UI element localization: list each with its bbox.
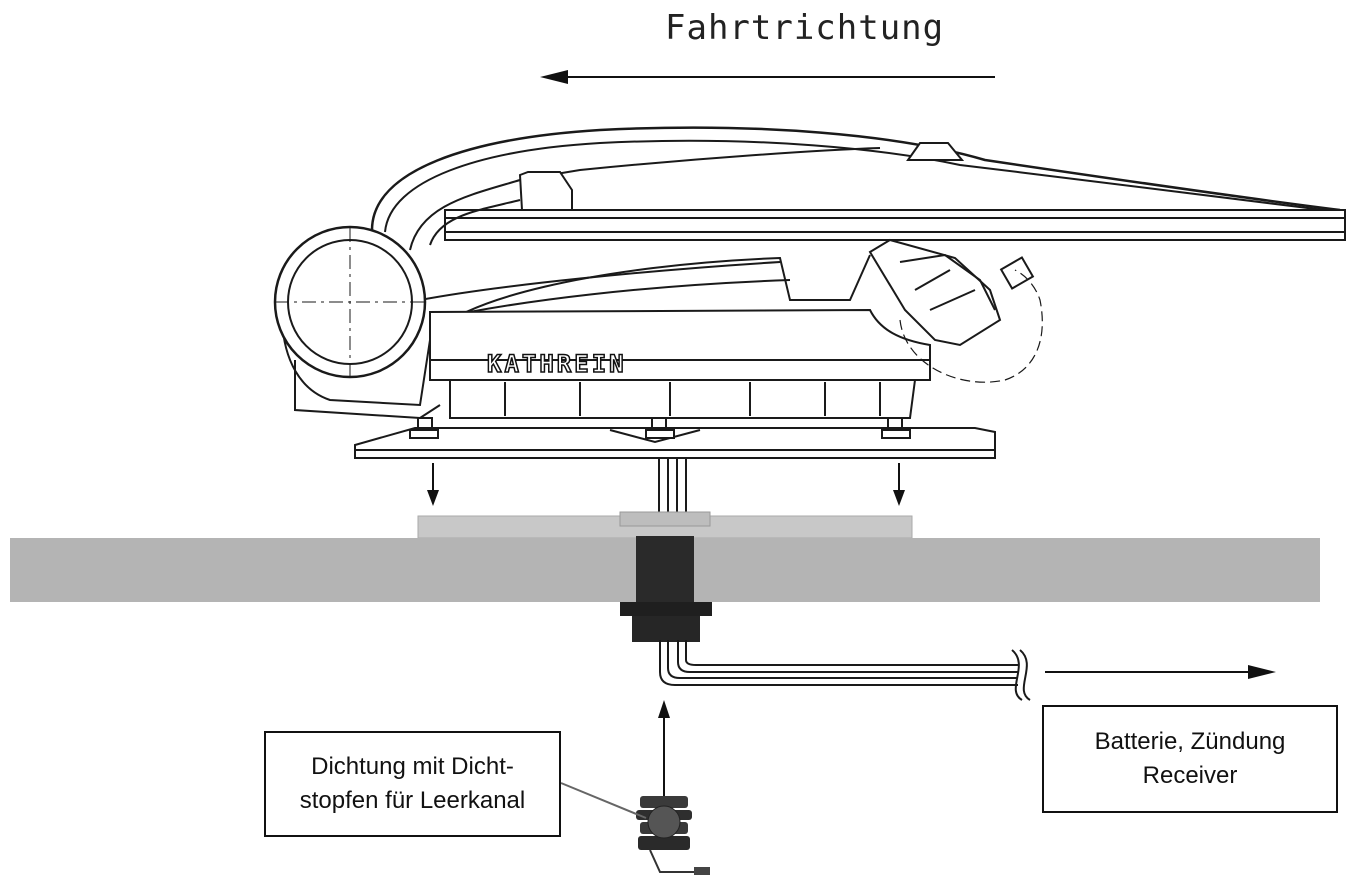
antenna-cable [658,458,687,515]
power-label-box: Batterie, Zündung Receiver [1042,705,1338,813]
seal-label-line1: Dichtung mit Dicht- [311,753,514,780]
power-label-line1: Batterie, Zündung [1094,728,1286,755]
seal-plug [636,796,710,875]
seal-label-line2: stopfen für Leerkanal [299,787,526,814]
direction-label: Fahrtrichtung [665,8,945,48]
feed-cables [659,640,1031,701]
seal-label-box: Dichtung mit Dicht- stopfen für Leerkana… [264,731,561,837]
brand-logo: KATHREIN [487,350,627,378]
direction-arrow [540,70,995,84]
seal-leader-line [560,782,647,819]
mounting-arrow-right [893,463,905,506]
cable-gland [620,536,712,642]
insert-arrow [658,700,670,800]
power-label-line2: Receiver [1142,762,1238,789]
satellite-antenna-unit [273,126,1346,459]
mounting-arrow-left [427,463,439,506]
power-arrow [1045,665,1276,679]
